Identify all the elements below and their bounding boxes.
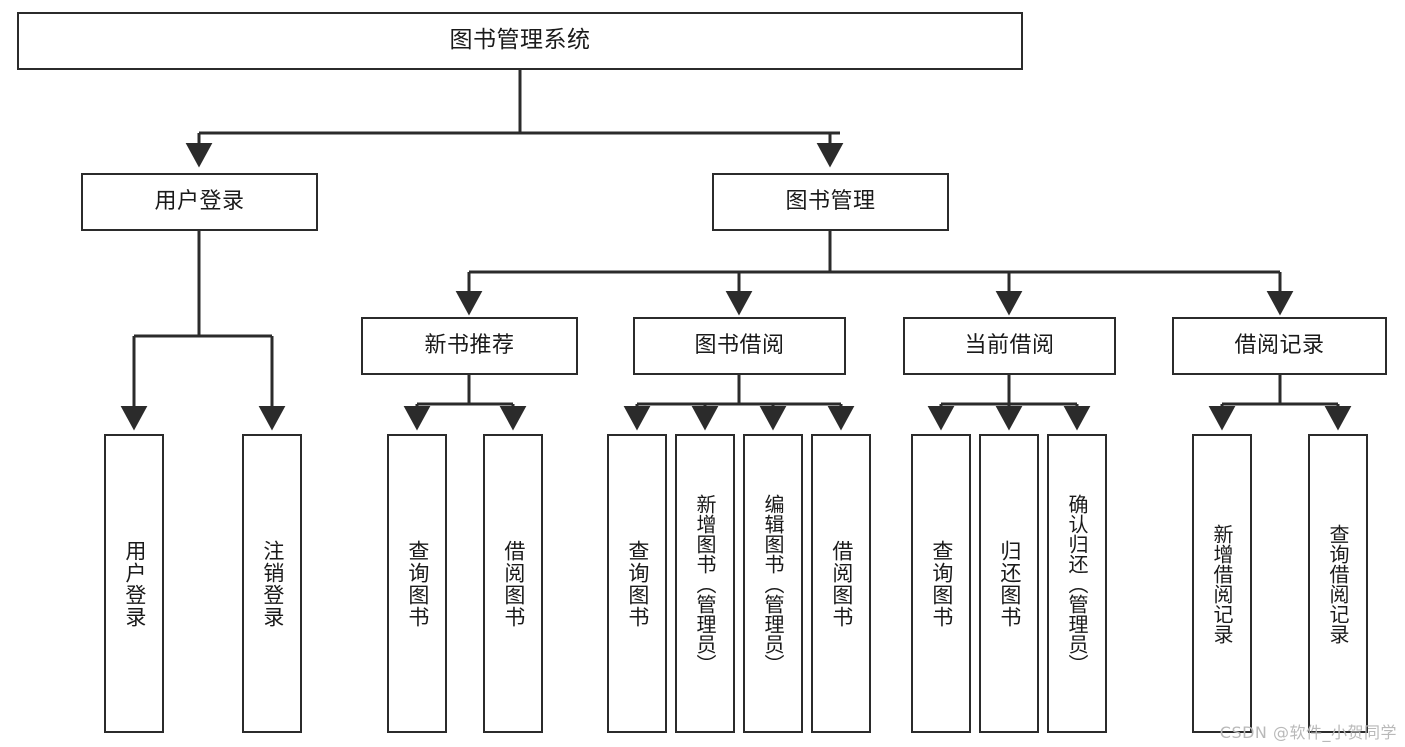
leaf-logout[interactable]: 注销登录: [242, 434, 302, 733]
leaf-return-book[interactable]: 归还图书: [979, 434, 1039, 733]
node-label: 查询图书: [405, 539, 430, 628]
leaf-user-login[interactable]: 用户登录: [104, 434, 164, 733]
node-label: 新书推荐: [424, 332, 515, 358]
leaf-query-book-borrow[interactable]: 查询图书: [607, 434, 667, 733]
node-label: 借阅图书: [501, 539, 526, 628]
node-label: 确认归还（管理员）: [1065, 493, 1089, 674]
node-label: 归还图书: [997, 539, 1022, 628]
node-label: 新增借阅记录: [1210, 523, 1234, 644]
node-label: 用户登录: [122, 539, 147, 628]
node-label: 图书管理: [785, 188, 876, 214]
node-label: 查询图书: [625, 539, 650, 628]
leaf-add-borrow-record[interactable]: 新增借阅记录: [1192, 434, 1252, 733]
node-label: 查询借阅记录: [1326, 523, 1350, 644]
node-label: 图书管理系统: [449, 27, 591, 54]
node-label: 查询图书: [929, 539, 954, 628]
leaf-query-borrow-record[interactable]: 查询借阅记录: [1308, 434, 1368, 733]
leaf-edit-book-admin[interactable]: 编辑图书（管理员）: [743, 434, 803, 733]
node-current-borrow[interactable]: 当前借阅: [903, 317, 1116, 375]
leaf-confirm-return-admin[interactable]: 确认归还（管理员）: [1047, 434, 1107, 733]
node-label: 编辑图书（管理员）: [761, 493, 785, 674]
node-book-borrow[interactable]: 图书借阅: [633, 317, 846, 375]
node-label: 当前借阅: [964, 332, 1055, 358]
leaf-borrow-book-recommend[interactable]: 借阅图书: [483, 434, 543, 733]
node-user-login[interactable]: 用户登录: [81, 173, 318, 231]
leaf-query-book-recommend[interactable]: 查询图书: [387, 434, 447, 733]
node-book-management[interactable]: 图书管理: [712, 173, 949, 231]
node-label: 图书借阅: [694, 332, 785, 358]
node-label: 新增图书（管理员）: [693, 493, 717, 674]
node-label: 用户登录: [154, 188, 245, 214]
leaf-add-book-admin[interactable]: 新增图书（管理员）: [675, 434, 735, 733]
node-label: 注销登录: [260, 539, 285, 628]
node-new-book-recommend[interactable]: 新书推荐: [361, 317, 578, 375]
node-label: 借阅图书: [829, 539, 854, 628]
leaf-query-book-current[interactable]: 查询图书: [911, 434, 971, 733]
node-label: 借阅记录: [1234, 332, 1325, 358]
watermark-text: CSDN @软件_小贺同学: [1219, 723, 1397, 742]
leaf-borrow-book[interactable]: 借阅图书: [811, 434, 871, 733]
node-root-system[interactable]: 图书管理系统: [17, 12, 1023, 70]
node-borrow-record[interactable]: 借阅记录: [1172, 317, 1387, 375]
